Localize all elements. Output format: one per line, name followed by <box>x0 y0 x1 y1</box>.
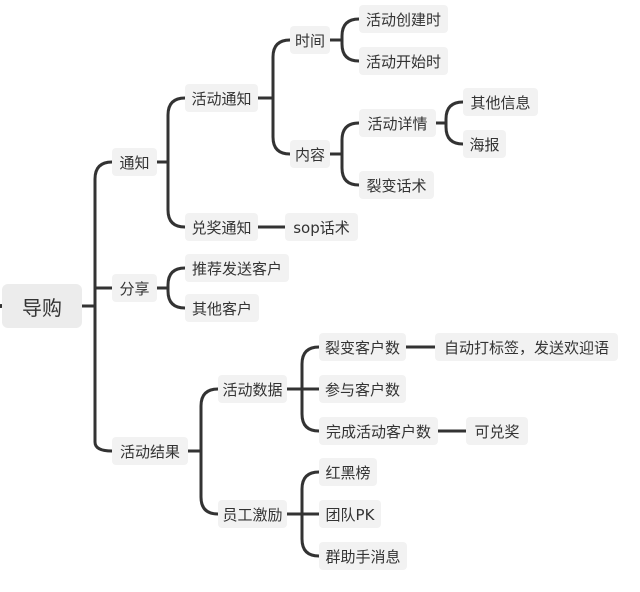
node-poster: 海报 <box>463 130 506 158</box>
node-team-pk: 团队PK <box>319 500 381 528</box>
node-completed-count: 完成活动客户数 <box>319 417 438 445</box>
node-assistant-message: 群助手消息 <box>319 542 407 570</box>
node-activity-details: 活动详情 <box>359 109 436 137</box>
node-auto-tag: 自动打标签，发送欢迎语 <box>435 333 618 361</box>
node-other-customers: 其他客户 <box>185 294 259 322</box>
node-fission-script: 裂变话术 <box>359 171 434 199</box>
node-prize-notice: 兑奖通知 <box>185 213 258 241</box>
node-other-info: 其他信息 <box>463 88 538 116</box>
node-employee-incentive: 员工激励 <box>218 500 287 528</box>
node-share: 分享 <box>112 274 157 302</box>
node-activity-start-time: 活动开始时 <box>359 47 448 75</box>
node-fission-customer-count: 裂变客户数 <box>319 333 406 361</box>
node-sop-script: sop话术 <box>285 213 358 241</box>
root-node: 导购 <box>2 284 82 328</box>
node-activity-results: 活动结果 <box>112 437 188 465</box>
node-activity-notice: 活动通知 <box>185 84 258 112</box>
node-recommend-send: 推荐发送客户 <box>185 254 289 282</box>
node-time: 时间 <box>290 26 330 54</box>
node-content: 内容 <box>290 140 330 168</box>
node-activity-data: 活动数据 <box>218 375 287 403</box>
node-redeemable: 可兑奖 <box>466 417 528 445</box>
node-participant-count: 参与客户数 <box>319 375 406 403</box>
node-activity-create-time: 活动创建时 <box>359 5 448 33</box>
node-notify: 通知 <box>112 148 157 176</box>
node-leaderboard: 红黑榜 <box>319 458 377 486</box>
